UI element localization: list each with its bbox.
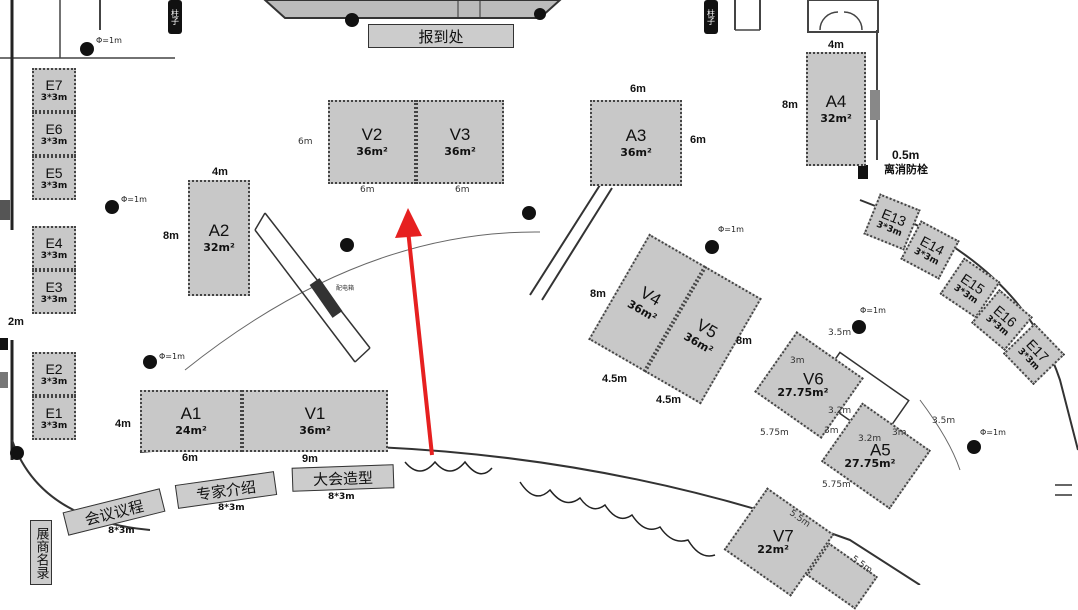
power-box: 配电箱 bbox=[336, 285, 355, 292]
stage bbox=[263, 0, 562, 19]
dim-elevator-3m: 3m bbox=[824, 426, 839, 436]
sign-modeling: 大会造型 bbox=[291, 464, 395, 492]
fire-hydrant-label: 离消防栓 bbox=[884, 164, 928, 176]
pillar bbox=[852, 320, 866, 334]
pillar-diameter: Φ=1m bbox=[980, 428, 1006, 437]
dim-v5-height: 8m bbox=[736, 335, 752, 347]
dim-elevator-3-2m: 3.2m bbox=[828, 406, 852, 416]
registration-desk: 报到处 bbox=[368, 24, 514, 48]
dim-elevator-3-2m-b: 3.2m bbox=[858, 434, 882, 444]
sign-exhibitors: 展商名录 bbox=[30, 520, 52, 585]
pillar-tag: 柱子 bbox=[168, 0, 182, 34]
dim-2m: 2m bbox=[8, 316, 24, 328]
booth-size: 3*3m bbox=[40, 377, 68, 387]
booth-name: A2 bbox=[208, 221, 230, 240]
pillar-diameter: Φ=1m bbox=[159, 352, 185, 361]
dim-v2-width: 6m bbox=[360, 185, 375, 195]
booth-size: 3*3m bbox=[40, 181, 68, 191]
dim-a1-width: 6m bbox=[182, 452, 198, 464]
booth-name: E7 bbox=[45, 77, 63, 93]
pillar bbox=[967, 440, 981, 454]
booth-area: 36m² bbox=[620, 146, 652, 159]
booth-size: 3*3m bbox=[40, 251, 68, 261]
dim-v1-width: 9m bbox=[302, 453, 318, 465]
dim-v4-height: 8m bbox=[590, 288, 606, 300]
booth-name: A1 bbox=[180, 404, 202, 423]
dim-v3-width: 6m bbox=[455, 185, 470, 195]
booth-name: E1 bbox=[45, 405, 63, 421]
booth-name: E3 bbox=[45, 279, 63, 295]
booth-size: 3*3m bbox=[40, 93, 68, 103]
pillar bbox=[105, 200, 119, 214]
booth-name: V1 bbox=[304, 404, 326, 423]
pillar-diameter: Φ=1m bbox=[121, 195, 147, 204]
pillar bbox=[340, 238, 354, 252]
direction-arrow bbox=[406, 229, 434, 456]
sign-experts-size: 8*3m bbox=[218, 503, 245, 513]
sign-modeling-size: 8*3m bbox=[328, 492, 355, 502]
pillar bbox=[522, 206, 536, 220]
pillar-tag-right: 柱子 bbox=[704, 0, 718, 34]
booth-name: E4 bbox=[45, 235, 63, 251]
booth-area: 27.75m² bbox=[844, 457, 896, 471]
dim-v5-width: 4.5m bbox=[656, 394, 682, 406]
dim-a4-width: 4m bbox=[828, 39, 844, 51]
dim-a5-3-5m: 3.5m bbox=[932, 416, 956, 426]
pillar bbox=[80, 42, 94, 56]
booth-area: 27.75m² bbox=[777, 386, 829, 400]
dim-elevator-3m-b: 3m bbox=[892, 428, 907, 438]
booth-size: 3*3m bbox=[40, 421, 68, 431]
booth-size: 3*3m bbox=[40, 137, 68, 147]
pillar bbox=[10, 446, 24, 460]
dim-a2-height: 8m bbox=[163, 230, 179, 242]
booth-name: A3 bbox=[625, 126, 647, 145]
booth-name: A4 bbox=[825, 92, 847, 111]
booth-name: V2 bbox=[361, 125, 383, 144]
booth-area: 32m² bbox=[820, 112, 852, 125]
dim-a3-width: 6m bbox=[630, 83, 646, 95]
booth-size: 3*3m bbox=[40, 295, 68, 305]
pillar bbox=[143, 355, 157, 369]
booth-name: E2 bbox=[45, 361, 63, 377]
booth-area: 36m² bbox=[444, 145, 476, 158]
dim-a5-5-75m: 5.75m bbox=[822, 480, 851, 490]
dim-v6-3m: 3m bbox=[790, 356, 805, 366]
booth-area: 36m² bbox=[356, 145, 388, 158]
sign-agenda-size: 8*3m bbox=[108, 526, 135, 536]
booth-name: V3 bbox=[449, 125, 471, 144]
dim-v6-5-75m: 5.75m bbox=[760, 428, 789, 438]
booth-area: 32m² bbox=[203, 241, 235, 254]
dim-hydrant-distance: 0.5m bbox=[892, 148, 920, 162]
dim-a3-height: 6m bbox=[690, 134, 706, 146]
booth-area: 24m² bbox=[175, 424, 207, 437]
dim-a2-width: 4m bbox=[212, 166, 228, 178]
booth-area: 36m² bbox=[299, 424, 331, 437]
dim-v4-width: 4.5m bbox=[602, 373, 628, 385]
dim-a4-height: 8m bbox=[782, 99, 798, 111]
pillar-diameter: Φ=1m bbox=[860, 306, 886, 315]
pillar-diameter: Φ=1m bbox=[718, 225, 744, 234]
booth-name: E6 bbox=[45, 121, 63, 137]
booth-area: 22m² bbox=[757, 543, 790, 557]
booth-name: E5 bbox=[45, 165, 63, 181]
dim-v6-3-5m: 3.5m bbox=[828, 328, 852, 338]
pillar-diameter: Φ=1m bbox=[96, 36, 122, 45]
dim-a1-height: 4m bbox=[115, 418, 131, 430]
dim-v2-height: 6m bbox=[298, 137, 313, 147]
pillar bbox=[705, 240, 719, 254]
